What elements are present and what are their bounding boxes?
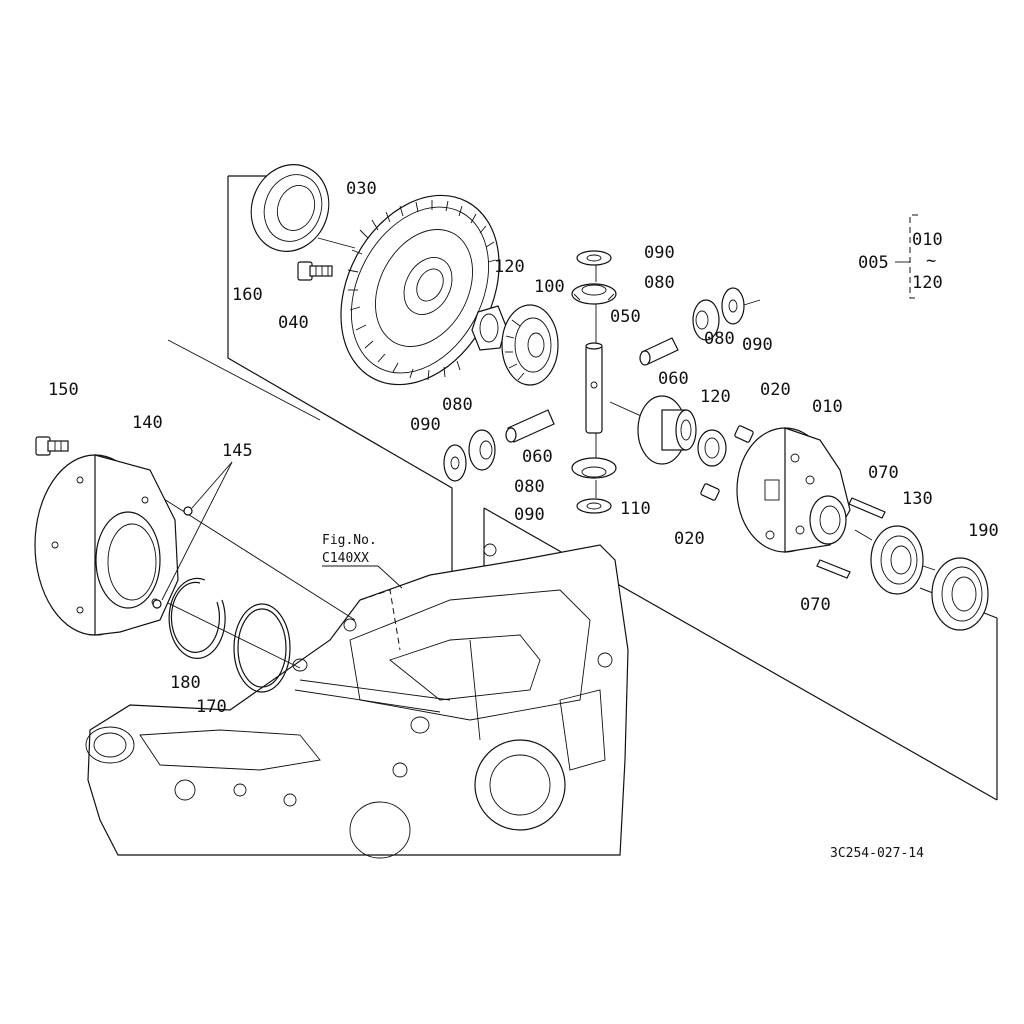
ring-gear-030 xyxy=(340,194,500,386)
label-180: 180 xyxy=(170,673,201,693)
label-120-right: 120 xyxy=(700,387,731,407)
bearing-160 xyxy=(250,164,330,252)
figure-reference-code: C140XX xyxy=(322,551,369,566)
label-range-tilde: ~ xyxy=(926,251,936,271)
label-120-range-end: 120 xyxy=(912,273,943,293)
label-090-bottom: 090 xyxy=(514,505,545,525)
o-ring-170 xyxy=(233,603,291,693)
differential-case-010 xyxy=(736,427,851,553)
pinion-gear-080-left xyxy=(468,429,496,471)
label-005: 005 xyxy=(858,253,889,273)
label-080-left: 080 xyxy=(442,395,473,415)
o-rings-145 xyxy=(152,461,233,609)
thrust-washer-120-right xyxy=(697,429,727,467)
label-190: 190 xyxy=(968,521,999,541)
thrust-washer-090-top xyxy=(576,250,612,266)
label-050: 050 xyxy=(610,307,641,327)
pinion-pin-060-upper xyxy=(639,337,679,366)
side-gear-110 xyxy=(637,395,697,465)
label-010-range-start: 010 xyxy=(912,230,943,250)
thrust-washer-090-left xyxy=(443,444,467,482)
figure-reference-leader xyxy=(322,565,403,589)
dowel-pin-020-upper xyxy=(734,425,754,443)
label-020-lower: 020 xyxy=(674,529,705,549)
bearing-190 xyxy=(931,557,989,631)
thrust-washer-090-right xyxy=(721,287,745,325)
pinion-gear-080-bottom xyxy=(571,457,617,479)
label-170: 170 xyxy=(196,697,227,717)
label-070-lower: 070 xyxy=(800,595,831,615)
snap-ring-180 xyxy=(168,577,226,659)
dowel-pin-020-lower xyxy=(700,483,720,501)
label-140: 140 xyxy=(132,413,163,433)
part-number-labels: 005 010 ~ 120 030 160 040 120 100 090 08… xyxy=(48,179,999,861)
label-080-top: 080 xyxy=(644,273,675,293)
label-020-upper: 020 xyxy=(760,380,791,400)
label-080-bottom: 080 xyxy=(514,477,545,497)
label-040: 040 xyxy=(278,313,309,333)
assembly-bracket-005 xyxy=(895,214,918,299)
bolt-150 xyxy=(35,436,69,456)
spring-pin-070-upper xyxy=(848,497,886,519)
thrust-washer-090-bottom xyxy=(576,498,612,514)
label-110: 110 xyxy=(620,499,651,519)
bolt-040 xyxy=(297,261,333,281)
label-145: 145 xyxy=(222,441,253,461)
spring-pin-070-lower xyxy=(816,559,851,579)
label-060-upper: 060 xyxy=(658,369,689,389)
pinion-pin-060-lower xyxy=(505,409,555,443)
label-130: 130 xyxy=(902,489,933,509)
bearing-housing-140 xyxy=(34,454,179,636)
label-090-top: 090 xyxy=(644,243,675,263)
label-090-right: 090 xyxy=(742,335,773,355)
label-160: 160 xyxy=(232,285,263,305)
side-gear-100 xyxy=(501,304,559,386)
label-150: 150 xyxy=(48,380,79,400)
figure-reference-title: Fig.No. xyxy=(322,533,377,548)
label-070-upper: 070 xyxy=(868,463,899,483)
thrust-washer-120-left xyxy=(471,305,507,351)
bearing-130 xyxy=(870,525,924,595)
pinion-gear-080-top xyxy=(571,283,617,305)
label-090-left: 090 xyxy=(410,415,441,435)
label-080-right: 080 xyxy=(704,329,735,349)
transmission-housing xyxy=(85,543,629,859)
label-010: 010 xyxy=(812,397,843,417)
label-030: 030 xyxy=(346,179,377,199)
label-120-left: 120 xyxy=(494,257,525,277)
pinion-gear-080-right xyxy=(692,299,720,341)
label-100: 100 xyxy=(534,277,565,297)
pinion-shaft-050 xyxy=(585,342,603,434)
drawing-id: 3C254-027-14 xyxy=(830,846,924,861)
label-060-lower: 060 xyxy=(522,447,553,467)
